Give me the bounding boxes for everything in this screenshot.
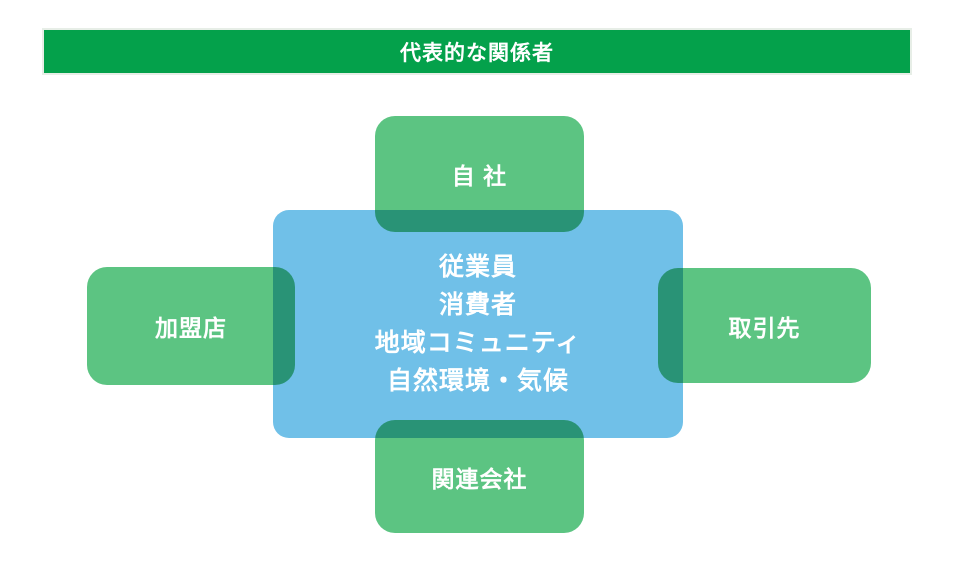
diagram-title-bar: 代表的な関係者 (42, 28, 912, 75)
stakeholder-item-employees: 従業員 (438, 253, 517, 281)
stakeholder-item-natural-environment-climate: 自然環境・気候 (386, 367, 569, 395)
diagram-title: 代表的な関係者 (400, 41, 554, 65)
stakeholder-item-local-community: 地域コミュニティ (374, 329, 582, 357)
business-partners-label: 取引先 (728, 314, 801, 341)
stakeholder-item-consumers: 消費者 (438, 291, 517, 319)
stakeholder-box-affiliated-companies: 関連会社 (375, 420, 584, 533)
stakeholder-box-business-partners: 取引先 (658, 268, 871, 383)
center-stakeholders-box: 従業員 消費者 地域コミュニティ 自然環境・気候 (273, 210, 683, 438)
own-company-label: 自 社 (451, 163, 508, 189)
affiliated-companies-label: 関連会社 (431, 465, 528, 492)
franchise-stores-label: 加盟店 (155, 315, 227, 341)
stakeholder-box-franchise-stores: 加盟店 (87, 267, 295, 385)
